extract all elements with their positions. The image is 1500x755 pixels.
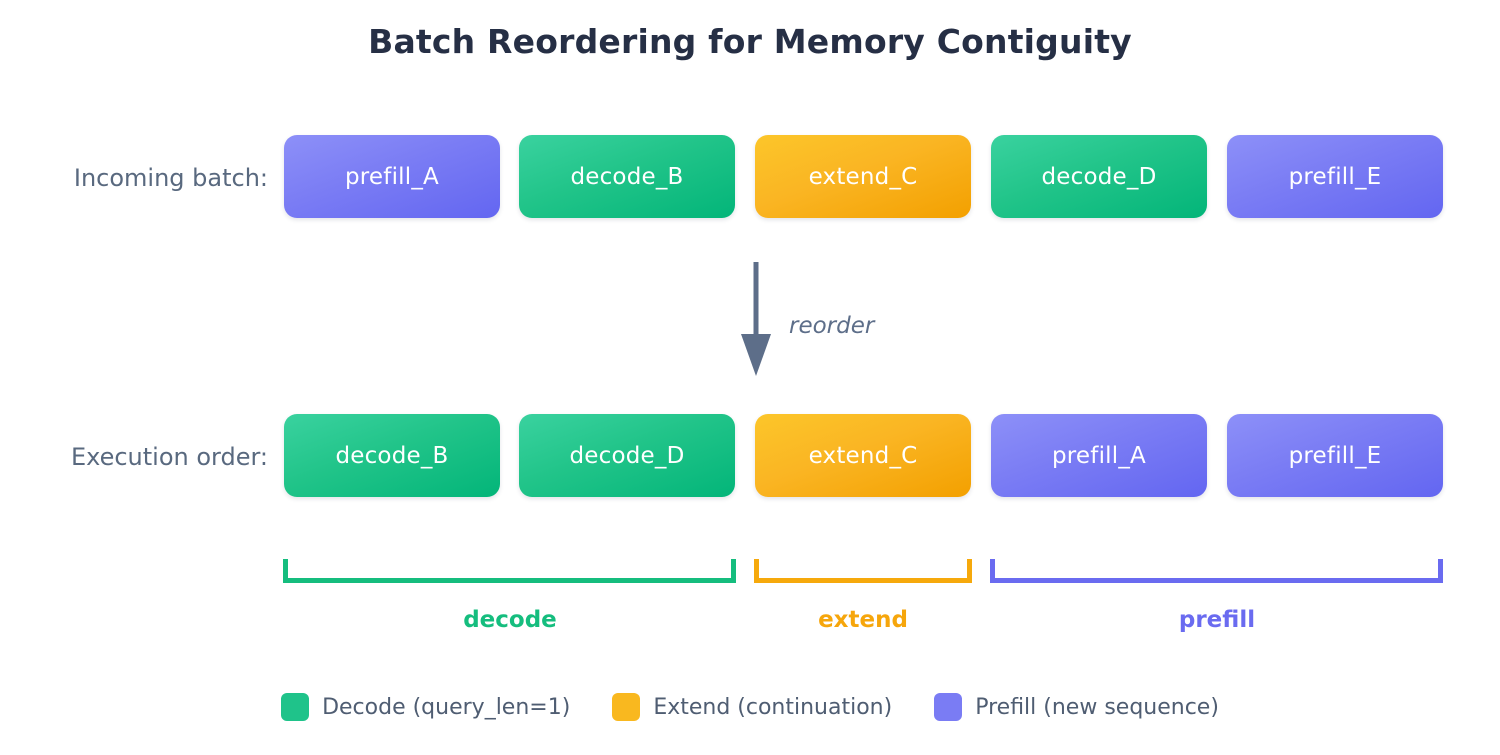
legend-item-extend: Extend (continuation) — [612, 693, 892, 721]
block-decode-d[interactable]: decode_D — [991, 135, 1207, 218]
bracket-extend — [754, 559, 972, 583]
legend-label-prefill: Prefill (new sequence) — [975, 694, 1219, 720]
group-label-prefill: prefill — [1178, 607, 1256, 633]
block-decode-b[interactable]: decode_B — [519, 135, 735, 218]
exec-block-decode-d[interactable]: decode_D — [519, 414, 735, 497]
exec-block-prefill-a[interactable]: prefill_A — [991, 414, 1207, 497]
exec-block-prefill-e[interactable]: prefill_E — [1227, 414, 1443, 497]
group-label-decode: decode — [463, 607, 557, 633]
exec-block-extend-c[interactable]: extend_C — [755, 414, 971, 497]
execution-order-label: Execution order: — [70, 443, 268, 471]
legend-label-extend: Extend (continuation) — [653, 694, 893, 720]
legend: Decode (query_len=1) Extend (continuatio… — [0, 693, 1500, 721]
extend-swatch-icon — [612, 693, 641, 721]
incoming-batch-label: Incoming batch: — [73, 164, 268, 192]
decode-swatch-icon — [281, 693, 310, 721]
group-label-extend: extend — [818, 607, 908, 633]
block-prefill-e[interactable]: prefill_E — [1227, 135, 1443, 218]
legend-item-prefill: Prefill (new sequence) — [934, 693, 1219, 721]
bracket-prefill — [990, 559, 1443, 583]
bracket-decode — [283, 559, 736, 583]
prefill-swatch-icon — [934, 693, 963, 721]
page-title: Batch Reordering for Memory Contiguity — [368, 22, 1132, 61]
legend-item-decode: Decode (query_len=1) — [281, 693, 570, 721]
exec-block-decode-b[interactable]: decode_B — [284, 414, 500, 497]
legend-label-decode: Decode (query_len=1) — [322, 694, 571, 720]
reorder-label: reorder — [789, 313, 875, 339]
block-prefill-a[interactable]: prefill_A — [284, 135, 500, 218]
reorder-arrow-icon — [735, 262, 781, 384]
block-extend-c[interactable]: extend_C — [755, 135, 971, 218]
